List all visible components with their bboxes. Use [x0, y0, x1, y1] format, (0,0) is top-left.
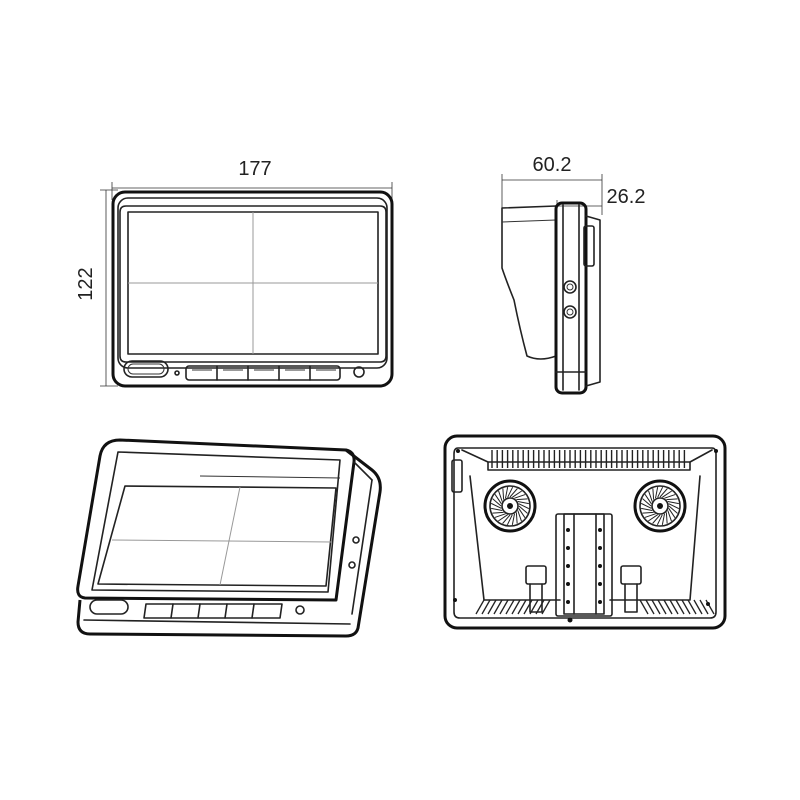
- top-vent: [491, 450, 686, 468]
- front-bezel: [117, 197, 388, 369]
- bottom-vent-right: [639, 599, 715, 615]
- height-label: 122: [75, 267, 97, 300]
- rear-connector: [451, 459, 463, 493]
- side-housing: [554, 201, 588, 395]
- rear-housing: [443, 434, 727, 630]
- bezel-inner: [119, 205, 387, 363]
- depth-body-dimension: 26.2: [556, 186, 646, 216]
- perspective-logo: [89, 599, 129, 615]
- speaker-right: [633, 479, 687, 533]
- front-view: 177 122: [75, 158, 394, 388]
- side-knob-2: [563, 305, 577, 319]
- speaker-left: [483, 479, 537, 533]
- width-label: 177: [238, 158, 271, 180]
- perspective-housing: [76, 448, 382, 638]
- height-dimension: 122: [75, 189, 118, 387]
- front-housing: [111, 190, 394, 388]
- bottom-vent-left: [475, 599, 551, 615]
- rear-cover: [585, 215, 601, 387]
- perspective-view: [76, 438, 382, 638]
- side-knob-1: [563, 280, 577, 294]
- rear-view: [443, 434, 727, 630]
- bracket-right: [620, 565, 642, 613]
- depth-total-label: 60.2: [533, 154, 572, 176]
- bracket-left: [525, 565, 547, 613]
- depth-total-dimension: 60.2: [501, 154, 603, 215]
- perspective-visor: [76, 438, 356, 602]
- mount-plate: [555, 513, 613, 623]
- perspective-screen: [97, 485, 337, 587]
- sunshade-profile: [501, 205, 557, 360]
- front-buttons: [185, 365, 341, 381]
- perspective-buttons: [143, 603, 283, 619]
- power-led: [174, 370, 180, 376]
- side-view: 60.2 26.2: [501, 154, 646, 395]
- depth-body-label: 26.2: [607, 186, 646, 208]
- ir-sensor: [353, 366, 365, 378]
- logo-badge: [123, 360, 169, 378]
- width-dimension: 177: [111, 158, 393, 200]
- side-port: [583, 225, 595, 267]
